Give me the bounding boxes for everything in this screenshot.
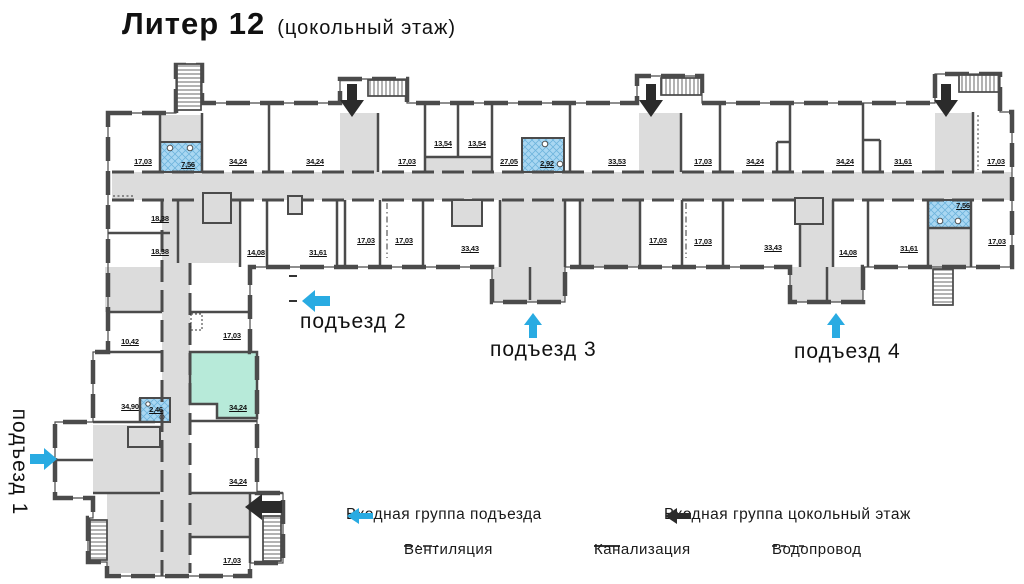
entrance-label-1: подъезд 1 xyxy=(8,408,31,516)
room-area-label: 34,24 xyxy=(306,157,324,166)
plumbing-fixture-icons xyxy=(145,140,962,420)
shaft-boxes xyxy=(127,192,824,448)
interior-walls xyxy=(55,103,975,563)
legend-entrance-group-label: Входная группа подъезда xyxy=(346,506,542,523)
staircase-icon xyxy=(958,74,1000,93)
room-area-label: 17,03 xyxy=(694,237,712,246)
page-title: Литер 12 xyxy=(122,6,266,41)
entrance-arrow-p3-icon xyxy=(524,313,542,338)
legend-entrance-basement-label: Входная группа цокольный этаж xyxy=(664,506,911,523)
staircase-icon xyxy=(367,79,407,97)
room-area-label: 18,38 xyxy=(151,214,169,223)
room-area-label: 33,43 xyxy=(461,244,479,253)
room-area-label: 17,03 xyxy=(988,237,1006,246)
staircase-icon xyxy=(262,515,282,562)
legend-water: Водопровод xyxy=(772,541,862,558)
entrance-arrow-p4-icon xyxy=(827,313,845,338)
room-area-label: 17,03 xyxy=(649,236,667,245)
entrance-arrow-down-icon xyxy=(340,84,364,117)
entrance-arrow-down-icon xyxy=(639,84,663,117)
room-area-label: 13,54 xyxy=(434,139,452,148)
room-area-label: 17,03 xyxy=(223,556,241,565)
room-area-label: 7,56 xyxy=(181,160,195,169)
legend-entrance-arrow-icon xyxy=(347,508,373,524)
room-area-label: 17,03 xyxy=(398,157,416,166)
legend-sewerage-line-icon xyxy=(594,545,620,547)
utility-lines xyxy=(113,115,979,331)
drawing-title-row: Литер 12 (цокольный этаж) xyxy=(122,6,456,42)
room-area-label: 2,92 xyxy=(540,159,554,168)
staircase-icon xyxy=(176,63,202,111)
room-area-label: 34,24 xyxy=(746,157,764,166)
room-area-label: 13,54 xyxy=(468,139,486,148)
ventilation-line xyxy=(289,275,297,302)
legend-entrance-basement: Входная группа цокольный этаж xyxy=(664,506,911,524)
room-area-label: 14,08 xyxy=(247,248,265,257)
entrance-label-2: подъезд 2 xyxy=(300,310,407,333)
sanitary-rooms xyxy=(139,137,972,423)
legend-ventilation: Вентиляция xyxy=(404,541,493,558)
legend-ventilation-line-icon xyxy=(404,545,440,547)
legend-sewerage: Канализация xyxy=(594,541,691,558)
room-area-label: 34,24 xyxy=(836,157,854,166)
room-area-label: 18,38 xyxy=(151,247,169,256)
staircase-icon xyxy=(932,268,954,306)
room-area-label: 34,24 xyxy=(229,477,247,486)
room-area-label: 31,61 xyxy=(900,244,918,253)
entrance-arrow-p2-icon xyxy=(302,290,330,312)
entrance-arrow-left-icon xyxy=(245,494,282,520)
entrance-label-4: подъезд 4 xyxy=(794,340,901,363)
room-area-label: 34,24 xyxy=(229,157,247,166)
room-area-label: 14,08 xyxy=(839,248,857,257)
staircase-icons xyxy=(89,63,1000,562)
staircase-icon xyxy=(89,519,108,561)
entrance-arrow-down-icon xyxy=(934,84,958,117)
room-area-label: 17,03 xyxy=(395,236,413,245)
ventilation-shaft xyxy=(190,313,203,331)
room-area-label: 10,42 xyxy=(121,337,139,346)
entrance-group-arrows xyxy=(30,290,845,470)
room-area-label: 17,03 xyxy=(357,236,375,245)
room-area-label: 17,03 xyxy=(223,331,241,340)
entrance-label-3: подъезд 3 xyxy=(490,338,597,361)
room-area-label: 31,61 xyxy=(309,248,327,257)
page-subtitle: (цокольный этаж) xyxy=(277,17,457,39)
room-area-label: 34,90 xyxy=(121,402,139,411)
entrance-arrow-p1-icon xyxy=(30,448,57,470)
room-area-label: 34,24 xyxy=(229,403,247,412)
corridor-walls xyxy=(112,170,1012,576)
room-area-label: 17,03 xyxy=(134,157,152,166)
room-area-label: 33,53 xyxy=(608,157,626,166)
room-area-label: 17,03 xyxy=(987,157,1005,166)
legend-basement-arrow-icon xyxy=(665,508,691,524)
legend-entrance-group: Входная группа подъезда xyxy=(346,506,542,524)
basement-entrance-arrows xyxy=(245,84,958,520)
room-area-label: 33,43 xyxy=(764,243,782,252)
sanitary-room-4 xyxy=(139,397,171,423)
room-area-label: 2,46 xyxy=(149,405,163,414)
staircase-icon xyxy=(660,77,702,96)
room-area-label: 27,05 xyxy=(500,157,518,166)
room-area-label: 7,56 xyxy=(956,201,970,210)
room-area-label: 17,03 xyxy=(694,157,712,166)
room-area-label: 31,61 xyxy=(894,157,912,166)
legend-water-line-icon xyxy=(772,545,804,547)
